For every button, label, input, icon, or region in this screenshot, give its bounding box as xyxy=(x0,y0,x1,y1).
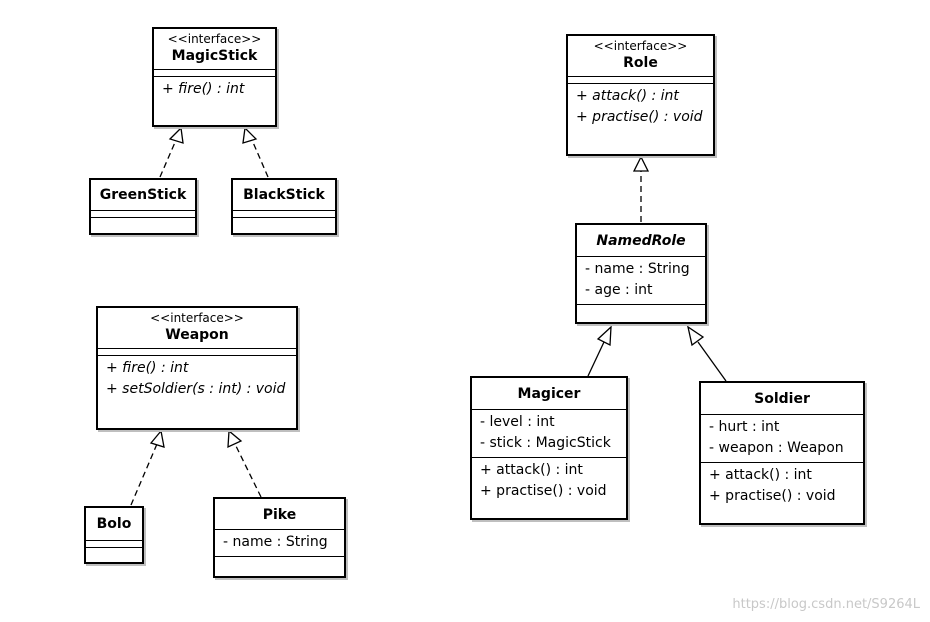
operation: + practise() : void xyxy=(576,109,703,125)
class-bolo: Bolo xyxy=(84,506,144,564)
class-blackstick-attributes xyxy=(233,210,335,217)
class-magicer-operations: + attack() : int + practise() : void xyxy=(472,457,626,505)
attribute: - name : String xyxy=(223,534,328,550)
arrowhead-weapon-right xyxy=(227,429,243,449)
arrowhead-magicstick-left xyxy=(168,126,184,144)
arrowhead-magicstick-right xyxy=(242,126,258,144)
class-soldier-operations: + attack() : int + practise() : void xyxy=(701,462,863,510)
class-magicstick-operations: + fire() : int xyxy=(154,76,275,103)
class-greenstick: GreenStick xyxy=(89,178,197,235)
class-bolo-attributes xyxy=(86,540,142,547)
class-magicer-name: Magicer xyxy=(517,386,581,402)
arrowhead-weapon-left xyxy=(149,429,165,448)
class-pike-name: Pike xyxy=(262,507,297,523)
realization-bolo-weapon xyxy=(130,443,158,506)
class-role-operations: + attack() : int + practise() : void xyxy=(568,83,713,131)
class-namedrole-header: NamedRole xyxy=(577,225,705,256)
class-blackstick-header: BlackStick xyxy=(233,180,335,210)
class-weapon-attributes xyxy=(98,348,296,355)
realization-blackstick-magicstick xyxy=(251,139,269,178)
class-magicer-header: Magicer xyxy=(472,378,626,409)
operation: + setSoldier(s : int) : void xyxy=(106,381,286,397)
realization-greenstick-magicstick xyxy=(159,139,177,178)
watermark-url: https://blog.csdn.net/S9264L xyxy=(732,597,920,612)
class-soldier-header: Soldier xyxy=(701,383,863,414)
operation: + attack() : int xyxy=(576,88,679,104)
class-blackstick-name: BlackStick xyxy=(243,187,325,203)
attribute: - hurt : int xyxy=(709,419,780,435)
class-magicer: Magicer - level : int - stick : MagicSti… xyxy=(470,376,628,520)
class-pike-operations xyxy=(215,556,344,563)
class-weapon-name: Weapon xyxy=(165,327,229,343)
class-magicstick-name: MagicStick xyxy=(171,48,258,64)
class-greenstick-name: GreenStick xyxy=(99,187,187,203)
class-role-attributes xyxy=(568,76,713,83)
attribute: - name : String xyxy=(585,261,690,277)
stereotype-label: <<interface>> xyxy=(167,32,262,46)
class-namedrole-operations xyxy=(577,304,705,311)
class-namedrole-attributes: - name : String - age : int xyxy=(577,256,705,304)
class-pike: Pike - name : String xyxy=(213,497,346,578)
class-magicstick-attributes xyxy=(154,69,275,76)
class-soldier: Soldier - hurt : int - weapon : Weapon +… xyxy=(699,381,865,525)
generalization-soldier-namedrole xyxy=(697,341,727,382)
attribute: - stick : MagicStick xyxy=(480,435,611,451)
class-greenstick-header: GreenStick xyxy=(91,180,195,210)
operation: + fire() : int xyxy=(162,81,245,97)
class-pike-attributes: - name : String xyxy=(215,529,344,556)
realization-pike-weapon xyxy=(234,443,262,498)
operation: + practise() : void xyxy=(480,483,607,499)
attribute: - level : int xyxy=(480,414,555,430)
stereotype-label: <<interface>> xyxy=(593,39,688,53)
class-blackstick-operations xyxy=(233,217,335,224)
operation: + attack() : int xyxy=(480,462,583,478)
class-magicstick: <<interface>> MagicStick + fire() : int xyxy=(152,27,277,127)
class-role: <<interface>> Role + attack() : int + pr… xyxy=(566,34,715,156)
class-role-header: <<interface>> Role xyxy=(568,36,713,76)
class-greenstick-operations xyxy=(91,217,195,224)
arrowhead-namedrole-left xyxy=(596,325,612,347)
class-weapon-operations: + fire() : int + setSoldier(s : int) : v… xyxy=(98,355,296,403)
class-role-name: Role xyxy=(623,55,658,71)
arrowhead-role xyxy=(632,155,650,172)
class-namedrole: NamedRole - name : String - age : int xyxy=(575,223,707,324)
operation: + practise() : void xyxy=(709,488,836,504)
attribute: - age : int xyxy=(585,282,653,298)
arrowhead-namedrole-right xyxy=(687,325,705,347)
class-bolo-header: Bolo xyxy=(86,508,142,540)
class-blackstick: BlackStick xyxy=(231,178,337,235)
class-pike-header: Pike xyxy=(215,499,344,529)
attribute: - weapon : Weapon xyxy=(709,440,844,456)
class-soldier-attributes: - hurt : int - weapon : Weapon xyxy=(701,414,863,462)
class-namedrole-name: NamedRole xyxy=(596,233,686,249)
class-magicer-attributes: - level : int - stick : MagicStick xyxy=(472,409,626,457)
class-greenstick-attributes xyxy=(91,210,195,217)
class-weapon-header: <<interface>> Weapon xyxy=(98,308,296,348)
generalization-magicer-namedrole xyxy=(587,341,605,377)
class-bolo-name: Bolo xyxy=(96,516,132,532)
operation: + fire() : int xyxy=(106,360,189,376)
stereotype-label: <<interface>> xyxy=(150,311,244,325)
class-weapon: <<interface>> Weapon + fire() : int + se… xyxy=(96,306,298,430)
operation: + attack() : int xyxy=(709,467,812,483)
class-magicstick-header: <<interface>> MagicStick xyxy=(154,29,275,69)
class-bolo-operations xyxy=(86,547,142,554)
class-soldier-name: Soldier xyxy=(754,391,810,407)
